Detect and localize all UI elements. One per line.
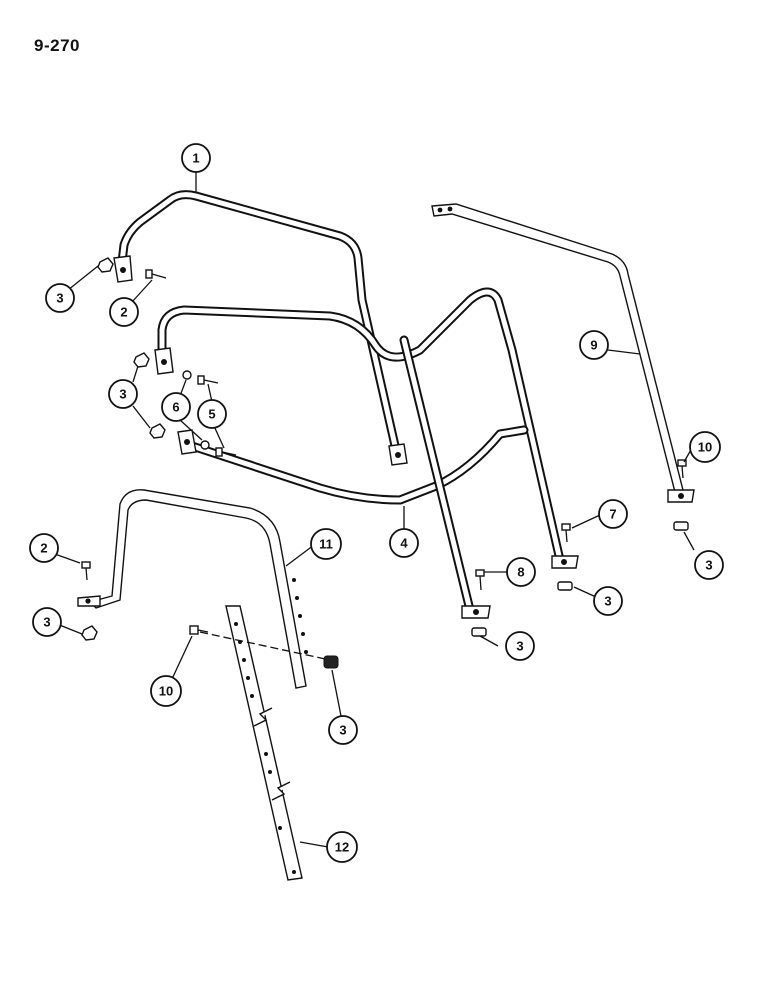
svg-text:3: 3 xyxy=(705,558,712,573)
part-9-right-strap xyxy=(431,203,695,503)
part-1-upper-hoop xyxy=(113,190,408,466)
svg-text:2: 2 xyxy=(40,541,47,556)
hardware xyxy=(81,257,689,669)
nut-icon xyxy=(149,423,166,439)
callout-4: 4 xyxy=(389,528,419,558)
nut-icon xyxy=(133,352,150,368)
callout-3: 3 xyxy=(694,550,724,580)
callout-7: 7 xyxy=(598,499,628,529)
callout-9: 9 xyxy=(579,330,609,360)
callout-10: 10 xyxy=(689,431,721,463)
callout-12: 12 xyxy=(326,831,358,863)
part-11-front-arch xyxy=(77,489,308,689)
bolt-icon xyxy=(145,269,167,279)
callout-2: 2 xyxy=(109,297,139,327)
nut-icon xyxy=(323,655,339,669)
page-reference: 9-270 xyxy=(34,36,80,55)
part-12-vertical-strap xyxy=(199,605,331,881)
svg-text:3: 3 xyxy=(516,639,523,654)
svg-text:10: 10 xyxy=(698,440,712,455)
callout-10: 10 xyxy=(150,675,182,707)
callout-3: 3 xyxy=(593,586,623,616)
svg-text:3: 3 xyxy=(604,594,611,609)
nut-icon xyxy=(673,521,689,531)
bolt-icon xyxy=(197,375,219,385)
callout-3: 3 xyxy=(328,715,358,745)
svg-text:11: 11 xyxy=(319,537,333,552)
part-4-side-rail xyxy=(154,287,579,619)
bolt-icon xyxy=(189,625,209,635)
washer-icon xyxy=(182,370,192,380)
svg-text:3: 3 xyxy=(56,291,63,306)
callout-5: 5 xyxy=(197,399,227,429)
svg-text:3: 3 xyxy=(43,615,50,630)
nut-icon xyxy=(471,627,487,637)
callout-8: 8 xyxy=(506,557,536,587)
callout-3: 3 xyxy=(505,631,535,661)
svg-text:3: 3 xyxy=(119,387,126,402)
leader-lines xyxy=(37,172,695,848)
svg-text:4: 4 xyxy=(400,536,408,551)
svg-text:5: 5 xyxy=(208,407,215,422)
bolt-icon xyxy=(215,447,237,457)
bolt-icon xyxy=(677,459,687,479)
nut-icon xyxy=(97,257,114,273)
callout-3: 3 xyxy=(45,283,75,313)
svg-text:3: 3 xyxy=(339,723,346,738)
svg-text:10: 10 xyxy=(159,684,173,699)
callout-2: 2 xyxy=(29,533,59,563)
callout-3: 3 xyxy=(108,379,138,409)
nut-icon xyxy=(557,581,573,591)
washer-icon xyxy=(200,440,210,450)
svg-text:9: 9 xyxy=(590,338,597,353)
bolt-icon xyxy=(475,569,485,591)
callout-1: 1 xyxy=(181,143,211,173)
svg-text:7: 7 xyxy=(609,507,616,522)
bolt-icon xyxy=(561,523,571,543)
callout-6: 6 xyxy=(161,392,191,422)
callout-3: 3 xyxy=(32,607,62,637)
nut-icon xyxy=(81,625,98,641)
svg-text:12: 12 xyxy=(335,840,349,855)
callout-11: 11 xyxy=(310,528,342,560)
svg-text:8: 8 xyxy=(517,565,524,580)
svg-text:1: 1 xyxy=(192,151,199,166)
svg-text:2: 2 xyxy=(120,305,127,320)
svg-text:6: 6 xyxy=(172,400,179,415)
bolt-icon xyxy=(81,561,91,581)
